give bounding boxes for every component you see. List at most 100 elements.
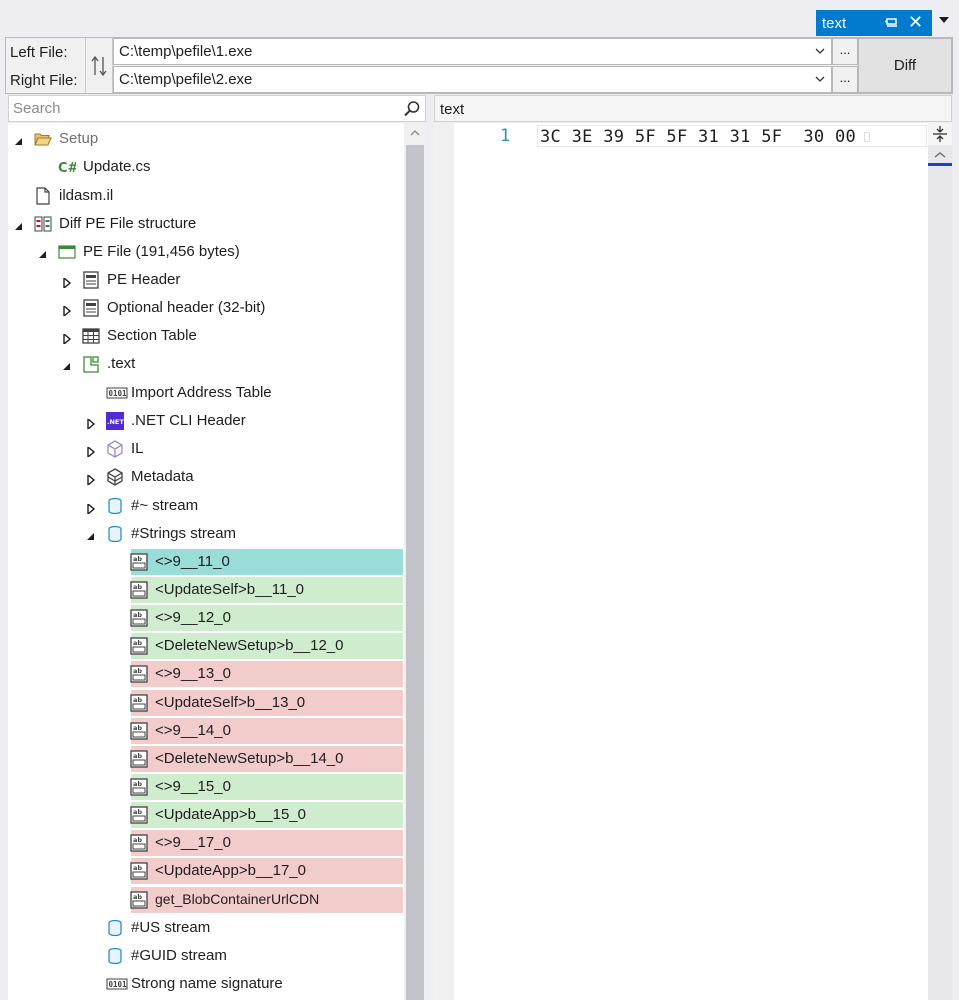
tree-item[interactable]: .text <box>8 351 404 377</box>
expand-arrow-icon[interactable] <box>86 444 96 459</box>
end-of-line-marker <box>864 132 871 142</box>
chevron-down-icon[interactable] <box>815 75 825 83</box>
swap-files-button[interactable] <box>85 38 113 93</box>
binary-icon: 0101 <box>106 975 128 993</box>
tree-item[interactable]: #US stream <box>8 915 404 941</box>
right-file-path: C:\temp\pefile\2.exe <box>119 71 253 88</box>
tree-item[interactable]: ab<>9__17_0 <box>8 830 404 856</box>
close-icon[interactable]: ✕ <box>908 12 924 32</box>
browse-left-button[interactable]: ... <box>832 38 858 65</box>
tree-item-label: PE Header <box>107 271 181 288</box>
row-highlight-added <box>131 605 403 631</box>
svg-text:ab: ab <box>133 555 142 563</box>
tree-item[interactable]: ab<>9__15_0 <box>8 774 404 800</box>
swap-icon <box>91 55 107 76</box>
tree-item[interactable]: Setup <box>8 126 404 152</box>
chevron-down-icon[interactable] <box>815 47 825 55</box>
svg-text:ab: ab <box>133 611 142 619</box>
tree-item[interactable]: ab<DeleteNewSetup>b__12_0 <box>8 633 404 659</box>
tree-item[interactable]: .NET.NET CLI Header <box>8 408 404 434</box>
scroll-up-icon[interactable] <box>410 129 420 137</box>
document-tab[interactable]: text ✕ <box>816 10 932 36</box>
tree-item-label: Metadata <box>131 468 194 485</box>
collapse-arrow-icon[interactable] <box>38 247 48 258</box>
dotnet-icon: .NET <box>106 412 124 430</box>
tree-item[interactable]: ab<UpdateSelf>b__13_0 <box>8 690 404 716</box>
diff-button[interactable]: Diff <box>858 38 952 93</box>
tree-item-label: <>9__17_0 <box>155 834 231 851</box>
expand-arrow-icon[interactable] <box>62 331 72 346</box>
split-view-button[interactable] <box>928 123 952 145</box>
string-icon: ab <box>130 665 148 683</box>
svg-text:ab: ab <box>133 724 142 732</box>
scroll-up-icon[interactable] <box>934 151 946 159</box>
tree-item[interactable]: ab<DeleteNewSetup>b__14_0 <box>8 746 404 772</box>
hex-line[interactable]: 3C 3E 39 5F 5F 31 31 5F 30 00 <box>537 125 927 147</box>
string-icon: ab <box>130 750 148 768</box>
tree-item[interactable]: ab<>9__13_0 <box>8 661 404 687</box>
editor-scrollbar[interactable] <box>928 123 952 1000</box>
expand-arrow-icon[interactable] <box>86 472 96 487</box>
tree-item[interactable]: Section Table <box>8 323 404 349</box>
tree-item[interactable]: PE File (191,456 bytes) <box>8 239 404 265</box>
tree-item-label: <DeleteNewSetup>b__12_0 <box>155 637 344 654</box>
scroll-position-marker <box>928 163 952 166</box>
expand-arrow-icon[interactable] <box>86 416 96 431</box>
svg-text:ab: ab <box>133 752 142 760</box>
left-file-combobox[interactable]: C:\temp\pefile\1.exe <box>113 38 832 65</box>
window-icon <box>58 243 76 261</box>
svg-text:C#: C# <box>58 161 76 176</box>
tree-item[interactable]: Metadata <box>8 464 404 490</box>
tree-item-label: <>9__14_0 <box>155 722 231 739</box>
tree-item[interactable]: ildasm.il <box>8 183 404 209</box>
tree-item[interactable]: Optional header (32-bit) <box>8 295 404 321</box>
tree-item-label: <UpdateApp>b__17_0 <box>155 862 306 879</box>
tree-item[interactable]: ab<UpdateApp>b__15_0 <box>8 802 404 828</box>
tree-item-label: PE File (191,456 bytes) <box>83 243 240 260</box>
tree-item[interactable]: IL <box>8 436 404 462</box>
tree-item[interactable]: C#Update.cs <box>8 154 404 180</box>
tree-item[interactable]: #GUID stream <box>8 943 404 969</box>
collapse-arrow-icon[interactable] <box>14 134 24 145</box>
tree-scrollbar[interactable] <box>404 123 426 1000</box>
tree-item[interactable]: ab<>9__11_0 <box>8 549 404 575</box>
expand-arrow-icon[interactable] <box>62 275 72 290</box>
row-highlight-removed <box>131 830 403 856</box>
editor-gutter <box>434 123 454 1000</box>
hex-editor[interactable]: 1 3C 3E 39 5F 5F 31 31 5F 30 00 <box>434 123 928 1000</box>
expand-arrow-icon[interactable] <box>86 501 96 516</box>
tree-item[interactable]: ab<>9__12_0 <box>8 605 404 631</box>
scrollbar-thumb[interactable] <box>406 145 424 1000</box>
collapse-arrow-icon[interactable] <box>14 219 24 230</box>
row-highlight-added <box>131 633 403 659</box>
svg-text:ab: ab <box>133 583 142 591</box>
collapse-arrow-icon[interactable] <box>62 359 72 370</box>
tree-item[interactable]: ab<UpdateApp>b__17_0 <box>8 858 404 884</box>
tree-item[interactable]: PE Header <box>8 267 404 293</box>
tree-item[interactable]: ab <>9__14_0 <box>8 718 404 744</box>
right-file-combobox[interactable]: C:\temp\pefile\2.exe <box>113 66 832 93</box>
tree-item[interactable]: #Strings stream <box>8 521 404 547</box>
svg-text:ab: ab <box>133 893 142 901</box>
expand-arrow-icon[interactable] <box>62 303 72 318</box>
search-icon[interactable] <box>403 100 421 118</box>
chevron-down-icon[interactable] <box>938 14 950 26</box>
cylinder-icon <box>106 947 124 965</box>
svg-text:ab: ab <box>133 808 142 816</box>
row-highlight-selected <box>131 549 403 575</box>
tree-item[interactable]: Diff PE File structure <box>8 211 404 237</box>
string-icon: ab <box>130 806 148 824</box>
row-highlight-added <box>131 577 403 603</box>
document-tab-title: text <box>822 14 847 32</box>
browse-right-button[interactable]: ... <box>832 66 858 93</box>
tree-item[interactable]: #~ stream <box>8 493 404 519</box>
pin-icon[interactable] <box>884 15 898 29</box>
tree-item[interactable]: ab<UpdateSelf>b__11_0 <box>8 577 404 603</box>
string-icon: ab <box>130 694 148 712</box>
search-input[interactable]: Search <box>8 95 426 122</box>
collapse-arrow-icon[interactable] <box>86 529 96 540</box>
